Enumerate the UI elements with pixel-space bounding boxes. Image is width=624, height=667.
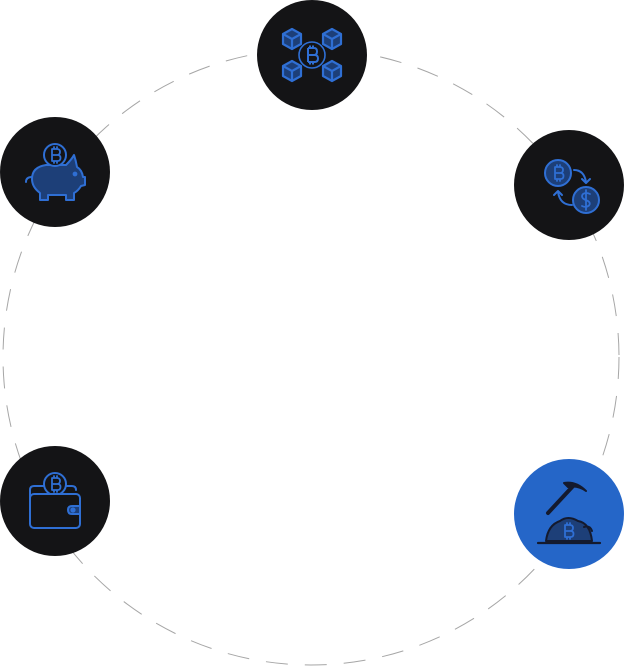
bitcoin-wallet-icon	[29, 472, 81, 529]
bitcoin-dollar-exchange-icon	[544, 159, 600, 214]
exchange-node[interactable]	[514, 130, 624, 240]
piggy-bank-bitcoin-icon	[25, 143, 86, 201]
savings-node[interactable]	[0, 117, 110, 227]
wallet-node[interactable]	[0, 446, 110, 556]
blockchain-bitcoin-network-icon	[281, 27, 343, 83]
blockchain-network-node[interactable]	[257, 0, 367, 110]
bitcoin-mining-icon	[536, 481, 602, 545]
mining-node[interactable]	[514, 459, 624, 569]
